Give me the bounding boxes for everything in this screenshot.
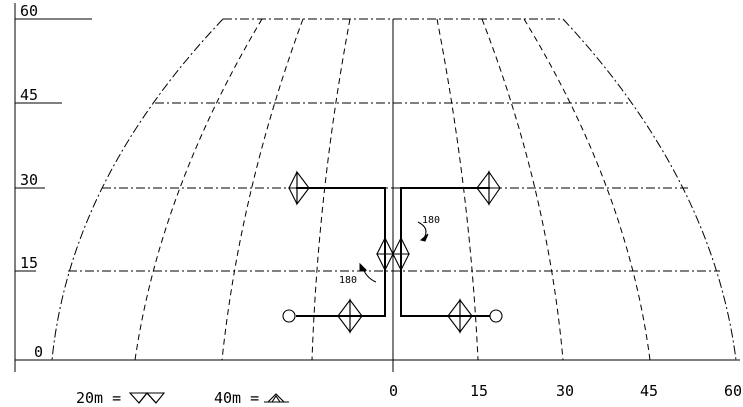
right-trajectory (400, 187, 490, 317)
y-label-45: 45 (20, 86, 38, 104)
right-marker-top (475, 170, 502, 206)
outer-envelope-left (51, 18, 224, 361)
y-label-30: 30 (20, 171, 38, 189)
left-marker-middle (376, 237, 394, 271)
left-marker-bottom (336, 298, 364, 334)
radial-line-left-2 (221, 18, 304, 361)
legend-symbol-40m (264, 393, 289, 403)
radial-line-right-2 (481, 18, 564, 361)
turn-arrow-lower-head (359, 262, 368, 271)
y-label-15: 15 (20, 254, 38, 272)
radial-line-right-3 (523, 18, 651, 361)
y-label-60: 60 (20, 2, 38, 20)
left-trajectory (296, 187, 386, 317)
right-marker-middle (392, 237, 410, 271)
left-start-circle (282, 309, 296, 323)
legend-label-40m: 40m = (214, 389, 259, 407)
turn-arrow-upper-head (419, 233, 429, 242)
legend-symbol-20m (128, 392, 166, 404)
radial-line-right-1 (436, 18, 479, 361)
radial-line-left-1 (311, 18, 351, 361)
turn-label-lower: 180 (339, 275, 357, 286)
x-label-15: 15 (470, 382, 488, 400)
right-marker-bottom (446, 298, 474, 334)
x-label-60: 60 (724, 382, 742, 400)
y-label-0: 0 (34, 343, 43, 361)
x-label-45: 45 (640, 382, 658, 400)
x-label-0: 0 (389, 382, 398, 400)
outer-envelope-right (562, 18, 737, 361)
turn-label-upper: 180 (422, 215, 440, 226)
x-label-30: 30 (556, 382, 574, 400)
left-marker-top (288, 170, 311, 206)
right-start-circle (489, 309, 503, 323)
legend-label-20m: 20m = (76, 389, 121, 407)
radial-line-left-3 (134, 18, 263, 361)
